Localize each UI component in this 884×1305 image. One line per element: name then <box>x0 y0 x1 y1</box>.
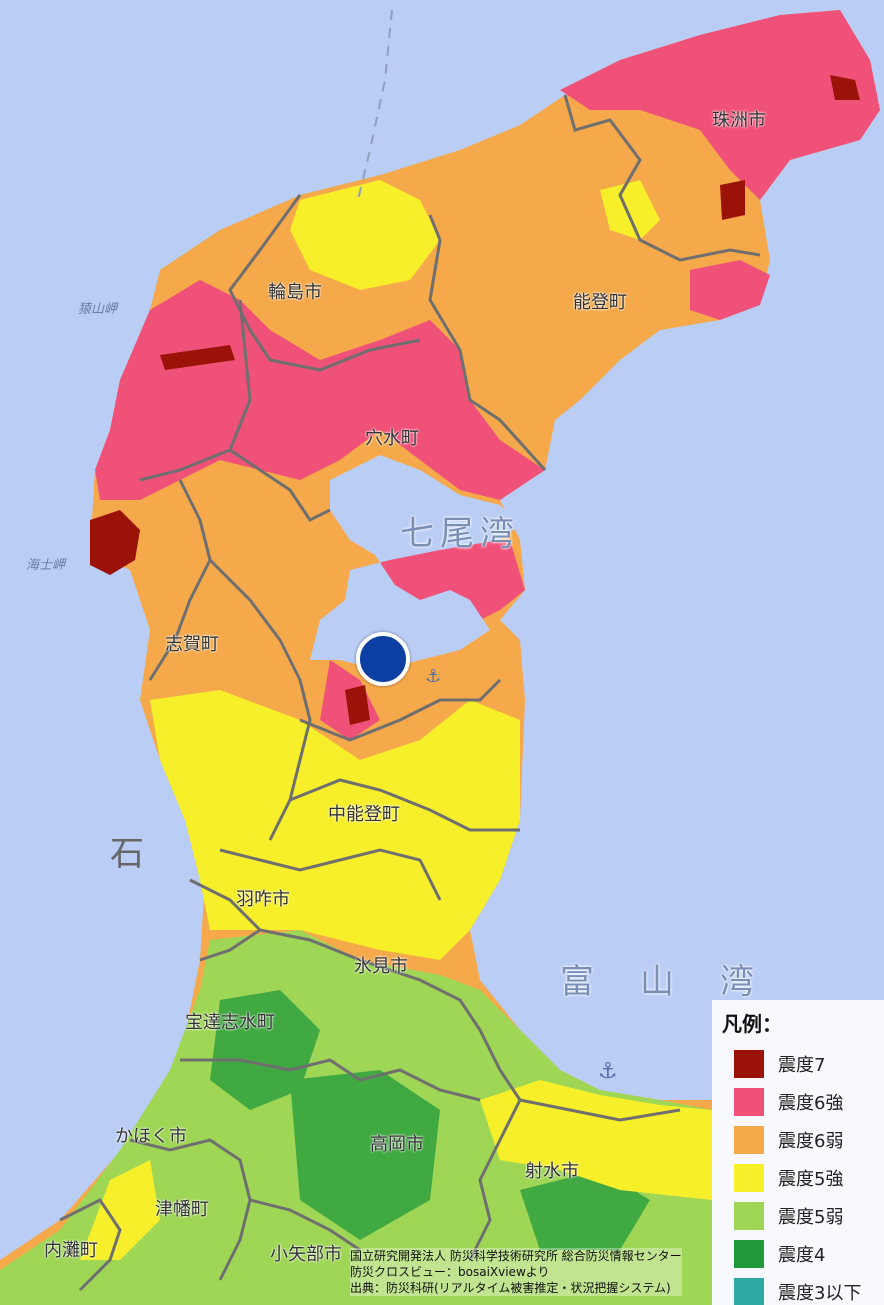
legend-swatch <box>734 1164 764 1192</box>
legend-swatch <box>734 1240 764 1268</box>
legend-label: 震度5弱 <box>778 1207 844 1228</box>
legend-swatch <box>734 1126 764 1154</box>
legend-swatch <box>734 1278 764 1305</box>
city-label-suzu[interactable]: 珠洲市 <box>712 110 766 131</box>
land-yellow <box>150 690 520 960</box>
city-label-nakanoto[interactable]: 中能登町 <box>328 804 400 825</box>
legend-label: 震度3以下 <box>778 1283 862 1304</box>
attribution-line-3: 出典：防災科研(リアルタイム被害推定・状況把握システム) <box>350 1281 671 1295</box>
cape-label-sekiyama: 猿山岬 <box>78 302 118 317</box>
legend-label: 震度7 <box>778 1055 826 1076</box>
anchor-icon: ⚓ <box>425 666 441 687</box>
epicenter-marker[interactable] <box>356 632 410 686</box>
legend-swatch <box>734 1202 764 1230</box>
city-label-himi[interactable]: 氷見市 <box>354 956 408 977</box>
city-label-uchinada[interactable]: 内灘町 <box>44 1240 98 1261</box>
water-label-toyama-bay: 富 山 湾 <box>560 962 760 1002</box>
city-label-kahoku[interactable]: かほく市 <box>115 1126 187 1147</box>
water-label-nanao-bay: 七尾湾 <box>400 514 520 554</box>
land-pink <box>95 280 545 500</box>
legend-label: 震度6強 <box>778 1093 844 1114</box>
prefecture-label: 石 <box>110 834 144 874</box>
legend-label: 震度4 <box>778 1245 826 1266</box>
legend-item: 震度6強 <box>722 1083 874 1121</box>
municipal-boundaries <box>59 94 761 1292</box>
city-label-tsubata[interactable]: 津幡町 <box>155 1199 209 1220</box>
legend-item: 震度7 <box>722 1045 874 1083</box>
legend-item: 震度5弱 <box>722 1197 874 1235</box>
legend-item: 震度5強 <box>722 1159 874 1197</box>
legend-label: 震度5強 <box>778 1169 844 1190</box>
land-yellow-2 <box>290 180 660 290</box>
land-dark-green <box>210 990 650 1250</box>
attribution-line-1: 国立研究開発法人 防災科学技術研究所 総合防災情報センター <box>350 1249 682 1263</box>
city-label-noto[interactable]: 能登町 <box>573 292 627 313</box>
city-label-imizu[interactable]: 射水市 <box>525 1161 579 1182</box>
city-label-hodatsushimizu[interactable]: 宝達志水町 <box>185 1012 275 1033</box>
cape-label-amadomisaki: 海士岬 <box>26 558 66 573</box>
city-label-oyabe[interactable]: 小矢部市 <box>270 1244 342 1265</box>
city-label-anamizu[interactable]: 穴水町 <box>365 428 419 449</box>
attribution: 国立研究開発法人 防災科学技術研究所 総合防災情報センター 防災クロスビュー：b… <box>350 1248 682 1296</box>
legend-item: 震度4 <box>722 1235 874 1273</box>
legend-item: 震度3以下 <box>722 1273 874 1305</box>
legend: 凡例： 震度7 震度6強震度6弱震度5強震度5弱震度4 震度3以下 <box>712 1000 884 1305</box>
city-label-hakui[interactable]: 羽咋市 <box>236 889 290 910</box>
legend-swatch <box>734 1050 764 1078</box>
attribution-line-2: 防災クロスビュー：bosaiXviewより <box>350 1265 550 1279</box>
legend-rows: 震度7 震度6強震度6弱震度5強震度5弱震度4 震度3以下 <box>722 1045 874 1305</box>
legend-swatch <box>734 1088 764 1116</box>
legend-item: 震度6弱 <box>722 1121 874 1159</box>
legend-label: 震度6弱 <box>778 1131 844 1152</box>
legend-title: 凡例： <box>722 1012 782 1036</box>
city-label-wajima[interactable]: 輪島市 <box>268 282 322 303</box>
land-pink-2 <box>560 10 880 200</box>
city-label-shika[interactable]: 志賀町 <box>165 634 219 655</box>
nanao-bay <box>310 455 520 670</box>
land-yellow-3 <box>80 1080 712 1260</box>
anchor-icon: ⚓ <box>598 1059 618 1084</box>
sea-boundary-line <box>357 9 393 201</box>
city-label-takaoka[interactable]: 高岡市 <box>370 1134 424 1155</box>
